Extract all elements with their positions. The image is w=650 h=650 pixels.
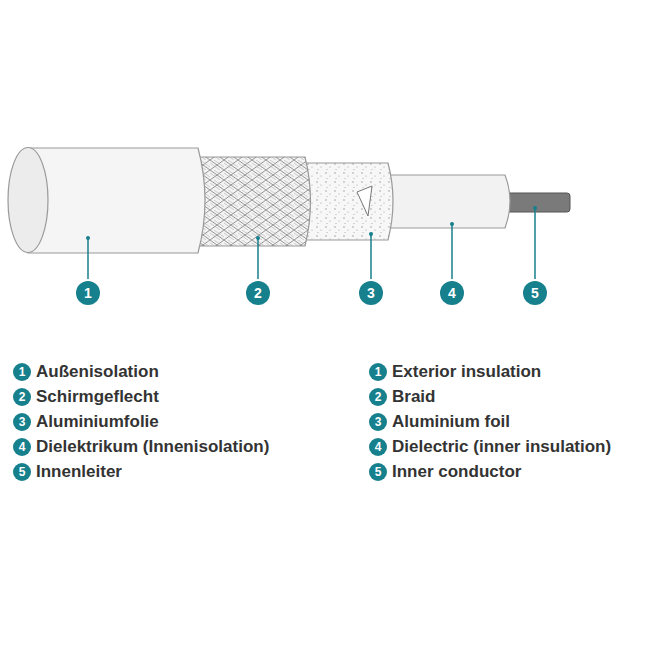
legend-text: Aluminiumfolie xyxy=(36,411,159,433)
callout-number: 1 xyxy=(76,281,100,305)
exterior-insulation xyxy=(28,148,205,253)
callout-number: 5 xyxy=(13,463,31,481)
aluminium-foil xyxy=(305,163,393,240)
foil-flap xyxy=(357,186,372,216)
callout-number: 4 xyxy=(369,438,387,456)
legend-text: Außenisolation xyxy=(36,361,159,383)
braid xyxy=(195,157,311,246)
callout-number: 3 xyxy=(359,281,383,305)
legend-text: Braid xyxy=(392,386,435,408)
dielectric xyxy=(390,175,510,228)
legend-text: Inner conductor xyxy=(392,461,521,483)
legend-text: Exterior insulation xyxy=(392,361,541,383)
callout-number: 3 xyxy=(369,413,387,431)
cable-end xyxy=(8,148,48,253)
braid-texture xyxy=(195,157,311,246)
callout-number: 2 xyxy=(13,388,31,406)
callout-number: 1 xyxy=(13,363,31,381)
callout-number: 2 xyxy=(369,388,387,406)
callout-number: 4 xyxy=(440,281,464,305)
callout-number: 1 xyxy=(369,363,387,381)
legend-text: Dielectric (inner insulation) xyxy=(392,436,611,458)
callout-number: 5 xyxy=(369,463,387,481)
legend-text: Dielektrikum (Innenisolation) xyxy=(36,436,269,458)
callout-number: 5 xyxy=(523,281,547,305)
leader-lines xyxy=(88,208,535,279)
legend-text: Aluminium foil xyxy=(392,411,510,433)
callout-number: 4 xyxy=(13,438,31,456)
leader-dots xyxy=(86,206,537,240)
foil-texture xyxy=(305,163,393,240)
callout-number: 3 xyxy=(13,413,31,431)
legend-text: Schirmgeflecht xyxy=(36,386,159,408)
callout-number: 2 xyxy=(246,281,270,305)
legend-text: Innenleiter xyxy=(36,461,122,483)
